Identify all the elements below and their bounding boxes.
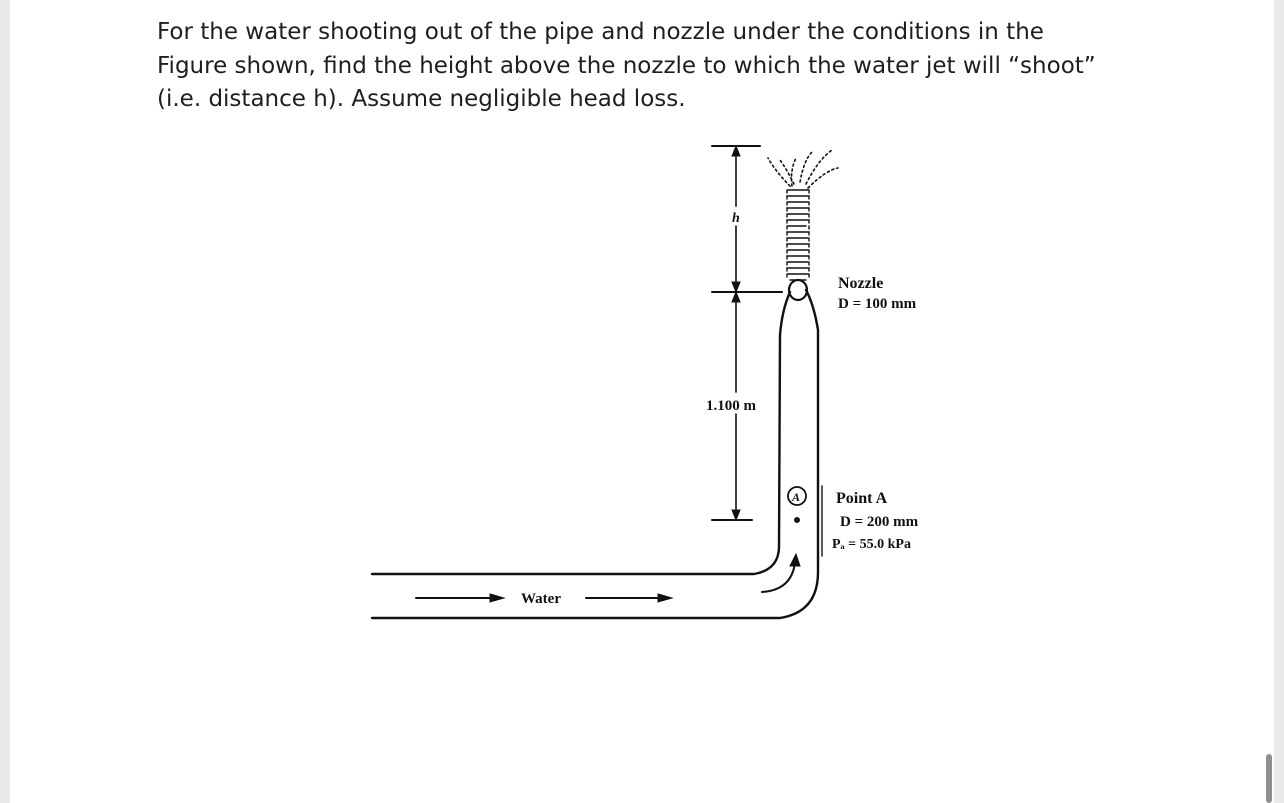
- problem-statement: For the water shooting out of the pipe a…: [157, 16, 1132, 117]
- water-spray: [767, 149, 839, 189]
- problem-line-1: For the water shooting out of the pipe a…: [157, 19, 1044, 45]
- nozzle-title: Nozzle: [838, 275, 883, 292]
- arrowhead-top: [731, 144, 741, 157]
- point-title: Point A: [836, 490, 888, 507]
- pipe-inner-wall: [370, 290, 792, 576]
- water-arrowhead-right: [657, 593, 674, 603]
- water-jet: [786, 189, 810, 281]
- arrowhead-height-bottom: [731, 509, 741, 522]
- pipe-nozzle-figure: h 1.100 m Nozzle D = 100 mm A Point A D …: [370, 144, 919, 620]
- nozzle-diameter: D = 100 mm: [838, 296, 917, 312]
- point-a-marker-label: A: [791, 490, 800, 504]
- arrowhead-height-top: [731, 290, 741, 303]
- point-a-marker-circle: [787, 486, 807, 506]
- point-a-dot: [794, 517, 800, 523]
- flow-arrowhead: [789, 552, 801, 567]
- pipe-outer-wall: [370, 288, 820, 620]
- water-arrowhead-left: [489, 593, 506, 603]
- problem-line-2: Figure shown, find the height above the …: [157, 52, 1096, 79]
- h-label: h: [732, 211, 740, 226]
- height-label: 1.100 m: [706, 398, 757, 414]
- point-diameter: D = 200 mm: [840, 514, 919, 530]
- water-label: Water: [521, 591, 561, 607]
- nozzle-opening: [787, 278, 809, 302]
- scrollbar-thumb[interactable]: [1266, 754, 1272, 803]
- arrowhead-h-bottom: [731, 281, 741, 294]
- problem-line-3: (i.e. distance h). Assume negligible hea…: [157, 86, 686, 112]
- point-pressure: Pₐ = 55.0 kPa: [832, 537, 911, 552]
- document-page: For the water shooting out of the pipe a…: [10, 0, 1274, 803]
